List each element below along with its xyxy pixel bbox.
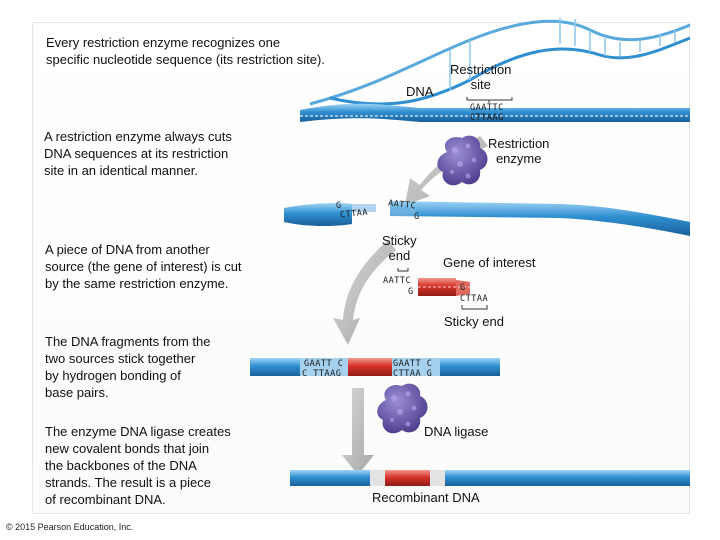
sticky-end-label: Sticky end [382,233,417,263]
join-left-bottom: C TTAAG [302,369,342,379]
double-helix [309,18,691,106]
process-arrow-3 [342,388,374,475]
restriction-enzyme-label: Restriction enzyme [488,136,550,166]
step-2-text: A restriction enzyme always cuts DNA seq… [44,129,232,178]
dna-molecule [300,103,690,122]
copyright-notice: © 2015 Pearson Education, Inc. [6,522,134,532]
joined-dna-fragments [250,358,500,376]
cut-dna-left [284,203,376,226]
process-arrow-2 [333,240,396,345]
step-5-text: The enzyme DNA ligase creates new covale… [45,424,231,507]
restriction-site-label: Restriction site [450,62,512,92]
sticky-end-bracket-1 [397,268,409,272]
recombinant-dna [290,470,690,486]
restriction-enzyme-icon [437,135,488,186]
gene-left-bottom: G [408,287,414,297]
cut-right-bottom: G [414,212,420,222]
site-sequence-top: GAATTC [470,103,504,113]
dna-label: DNA [406,84,434,99]
dna-ligase-icon [377,383,428,434]
join-right-bottom: CTTAA G [393,369,433,379]
cut-left-top: G [336,201,342,211]
join-right-top: GAATT C [393,359,433,369]
cut-dna-right [390,201,690,236]
sticky-end-label-2: Sticky end [444,314,504,329]
step-1-text: Every restriction enzyme recognizes one … [46,35,325,67]
sticky-end-bracket-2 [461,305,488,310]
gene-of-interest-fragment [418,278,470,296]
site-sequence-bottom: CTTAAG [470,113,504,123]
gene-right-top: G [460,283,466,293]
restriction-site-bracket [466,97,513,103]
gene-of-interest-label: Gene of interest [443,255,536,270]
step-3-text: A piece of DNA from another source (the … [45,242,242,291]
dna-ligase-label: DNA ligase [424,424,489,439]
gene-right-bottom: CTTAA [460,294,489,304]
step-4-text: The DNA fragments from the two sources s… [45,334,211,400]
recombinant-dna-label: Recombinant DNA [372,490,480,505]
join-left-top: GAATT C [304,359,344,369]
gene-left-top: AATTC [383,276,412,286]
